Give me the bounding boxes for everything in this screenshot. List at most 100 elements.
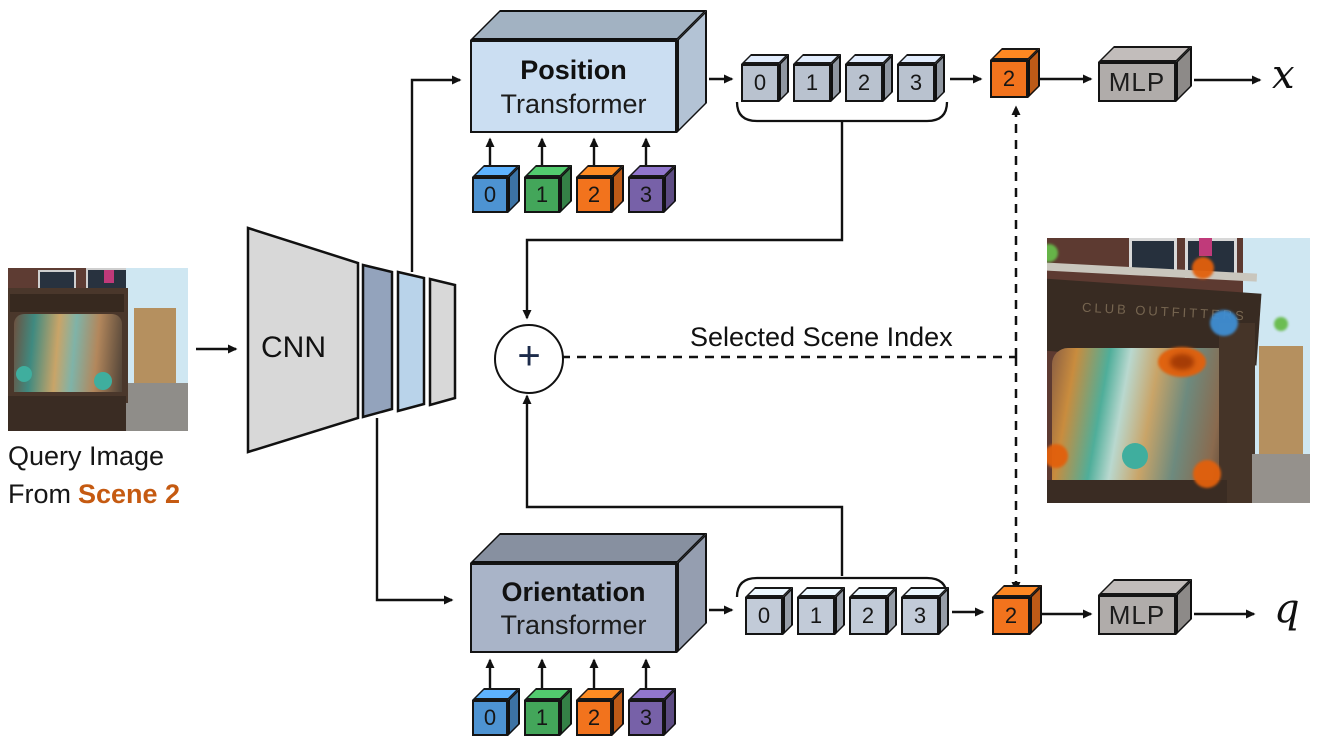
orientation-output-token-0: 0 <box>745 587 793 635</box>
selected-token-label: 2 <box>992 597 1030 635</box>
arrow-cnn-to-position <box>410 75 462 272</box>
cube-side-face <box>887 587 897 635</box>
position-output-token-1: 1 <box>793 54 841 102</box>
cube-side-face <box>939 587 949 635</box>
scene-cube-2-bottom: 2 <box>576 688 624 736</box>
attention-dot-orange <box>1192 257 1214 279</box>
orientation-box-title: Orientation <box>501 576 646 607</box>
position-output-token-2: 2 <box>845 54 893 102</box>
logo-circle <box>16 366 32 382</box>
scene-cube-3-top: 3 <box>628 165 676 213</box>
scene-cube-label: 3 <box>628 700 664 736</box>
storefront-base <box>1047 480 1227 503</box>
route-position-tokens-to-plus <box>522 121 844 320</box>
logo-circle <box>1122 443 1148 469</box>
cnn-shape <box>246 226 457 454</box>
window-banner <box>104 270 114 283</box>
scene-cube-2-top: 2 <box>576 165 624 213</box>
scene-cube-3-bottom: 3 <box>628 688 676 736</box>
mlp-box-orientation: MLP <box>1098 579 1192 635</box>
route-orientation-tokens-to-plus <box>522 394 844 576</box>
attention-dot-orange <box>1047 444 1068 468</box>
token-label: 0 <box>741 64 779 102</box>
token-label: 1 <box>793 64 831 102</box>
scene-cube-1-top: 1 <box>524 165 572 213</box>
attention-dot-green <box>1047 244 1058 262</box>
distant-building <box>1259 346 1303 456</box>
cnn-layer-1 <box>361 263 394 419</box>
query-caption-line1: Query Image <box>8 441 165 471</box>
token-label: 2 <box>849 597 887 635</box>
selected-scene-index-label: Selected Scene Index <box>690 322 953 352</box>
plus-circle: + <box>494 324 564 394</box>
cube-side-face <box>831 54 841 102</box>
mlp-label: MLP <box>1108 599 1166 630</box>
distant-building <box>134 308 176 393</box>
cnn-layer-3 <box>428 277 457 407</box>
scene-index-dashed-lines <box>561 105 1021 592</box>
position-output-symbol: x <box>1272 52 1295 98</box>
scene-cube-label: 2 <box>576 700 612 736</box>
query-image <box>8 268 188 431</box>
plus-symbol: + <box>517 333 541 378</box>
scene-cube-1-bottom: 1 <box>524 688 572 736</box>
cnn-layer-2 <box>396 270 426 413</box>
storefront-base <box>8 396 126 431</box>
orientation-output-token-3: 3 <box>901 587 949 635</box>
cube-side-face <box>779 54 789 102</box>
attention-dot-orange-large <box>1158 347 1206 377</box>
token-label: 3 <box>901 597 939 635</box>
attention-image: CLUB OUTFITTERS <box>1047 238 1310 503</box>
pillar <box>1219 323 1255 503</box>
scene-cube-label: 0 <box>472 177 508 213</box>
scene-cube-0-bottom: 0 <box>472 688 520 736</box>
token-label: 3 <box>897 64 935 102</box>
attention-dot-blue <box>1210 310 1238 336</box>
attention-dot-orange <box>1193 460 1221 488</box>
orientation-box-subtitle: Transformer <box>500 610 647 641</box>
cube-side-face <box>835 587 845 635</box>
cube-side-face <box>783 587 793 635</box>
position-box-title: Position <box>520 55 627 86</box>
scene-cube-label: 1 <box>524 177 560 213</box>
scene-label: Scene 2 <box>78 479 181 509</box>
box-top-face <box>470 533 707 563</box>
selected-token-orientation: 2 <box>992 585 1042 635</box>
scene-cube-0-top: 0 <box>472 165 520 213</box>
street <box>1252 454 1310 503</box>
box-front-face: MLP <box>1098 595 1176 635</box>
mlp-box-position: MLP <box>1098 46 1192 102</box>
attention-dot-green-small <box>1274 317 1288 331</box>
position-box-subtitle: Transformer <box>500 88 647 119</box>
scene-cube-label: 3 <box>628 177 664 213</box>
selected-token-label: 2 <box>990 60 1028 98</box>
cnn-trapezoid <box>246 226 360 454</box>
position-output-token-0: 0 <box>741 54 789 102</box>
position-transformer-box: Position Transformer <box>470 10 707 133</box>
caption-prefix: From <box>8 479 71 509</box>
cnn-label: CNN <box>261 331 326 364</box>
orientation-transformer-box: Orientation Transformer <box>470 533 707 653</box>
sign-band <box>10 294 124 312</box>
token-label: 1 <box>797 597 835 635</box>
brace-position-tokens <box>735 101 949 123</box>
box-front-face: MLP <box>1098 62 1176 102</box>
orientation-output-token-1: 1 <box>797 587 845 635</box>
orientation-output-symbol: q <box>1274 586 1300 632</box>
selected-token-position: 2 <box>990 48 1040 98</box>
window-banner <box>1199 238 1212 256</box>
box-front-face: Position Transformer <box>470 40 677 133</box>
scene-cube-label: 2 <box>576 177 612 213</box>
mlp-label: MLP <box>1108 66 1166 97</box>
attention-dot-core <box>1169 354 1195 370</box>
scene-cube-label: 1 <box>524 700 560 736</box>
arrow-cnn-to-orientation <box>375 418 454 605</box>
logo-circle <box>94 372 112 390</box>
cube-side-face <box>935 54 945 102</box>
orientation-output-token-2: 2 <box>849 587 897 635</box>
scene-cube-label: 0 <box>472 700 508 736</box>
position-output-token-3: 3 <box>897 54 945 102</box>
